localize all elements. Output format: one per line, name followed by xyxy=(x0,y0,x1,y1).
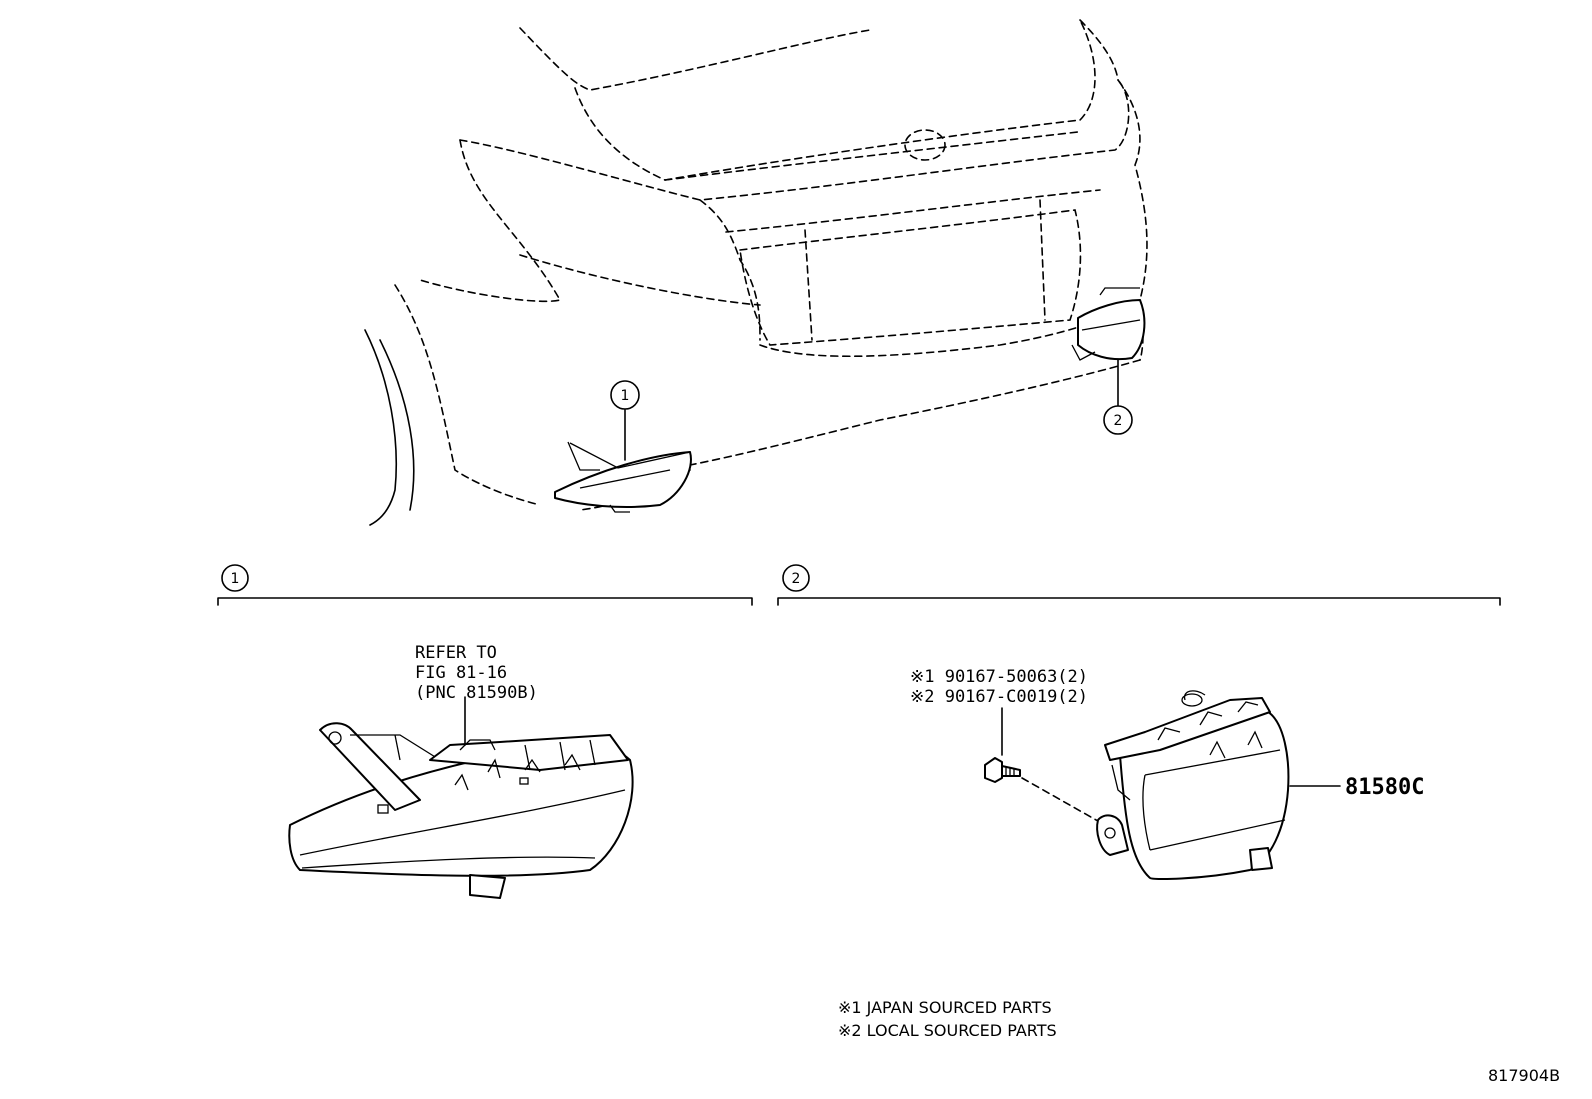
callout-2-car: 2 xyxy=(1103,359,1133,435)
car-rear-outline xyxy=(364,19,1148,526)
diagram-id: 817904B xyxy=(1488,1066,1560,1085)
svg-text:※2 90167-C0019(2): ※2 90167-C0019(2) xyxy=(910,687,1088,707)
notes: ※1 JAPAN SOURCED PARTS ※2 LOCAL SOURCED … xyxy=(838,998,1057,1040)
section-1-header: 1 xyxy=(217,564,753,606)
bolt-label: ※1 90167-50063(2) ※2 90167-C0019(2) xyxy=(910,667,1088,707)
svg-text:REFER TO: REFER TO xyxy=(415,643,497,663)
reflector-right-detail xyxy=(1096,690,1290,881)
bolt-guide-line xyxy=(1021,777,1106,826)
svg-text:2: 2 xyxy=(792,571,801,587)
reflector-left-small xyxy=(554,441,692,513)
svg-text:※2 LOCAL SOURCED PARTS: ※2 LOCAL SOURCED PARTS xyxy=(838,1021,1057,1040)
section-2-header: 2 xyxy=(777,564,1501,606)
svg-text:FIG 81-16: FIG 81-16 xyxy=(415,663,507,683)
svg-text:1: 1 xyxy=(621,388,630,404)
reflector-left-detail xyxy=(288,722,634,899)
svg-text:※1 JAPAN SOURCED PARTS: ※1 JAPAN SOURCED PARTS xyxy=(838,998,1052,1017)
svg-text:※1 90167-50063(2): ※1 90167-50063(2) xyxy=(910,667,1088,687)
svg-text:2: 2 xyxy=(1114,413,1123,429)
bolt-icon xyxy=(984,757,1021,783)
reflector-right-small xyxy=(1071,287,1146,361)
svg-text:1: 1 xyxy=(231,571,240,587)
svg-text:(PNC 81590B): (PNC 81590B) xyxy=(415,683,538,703)
callout-1-car: 1 xyxy=(610,380,640,461)
part-number-label: 81580C xyxy=(1345,775,1424,800)
ref-label: REFER TO FIG 81-16 (PNC 81590B) xyxy=(415,643,538,703)
